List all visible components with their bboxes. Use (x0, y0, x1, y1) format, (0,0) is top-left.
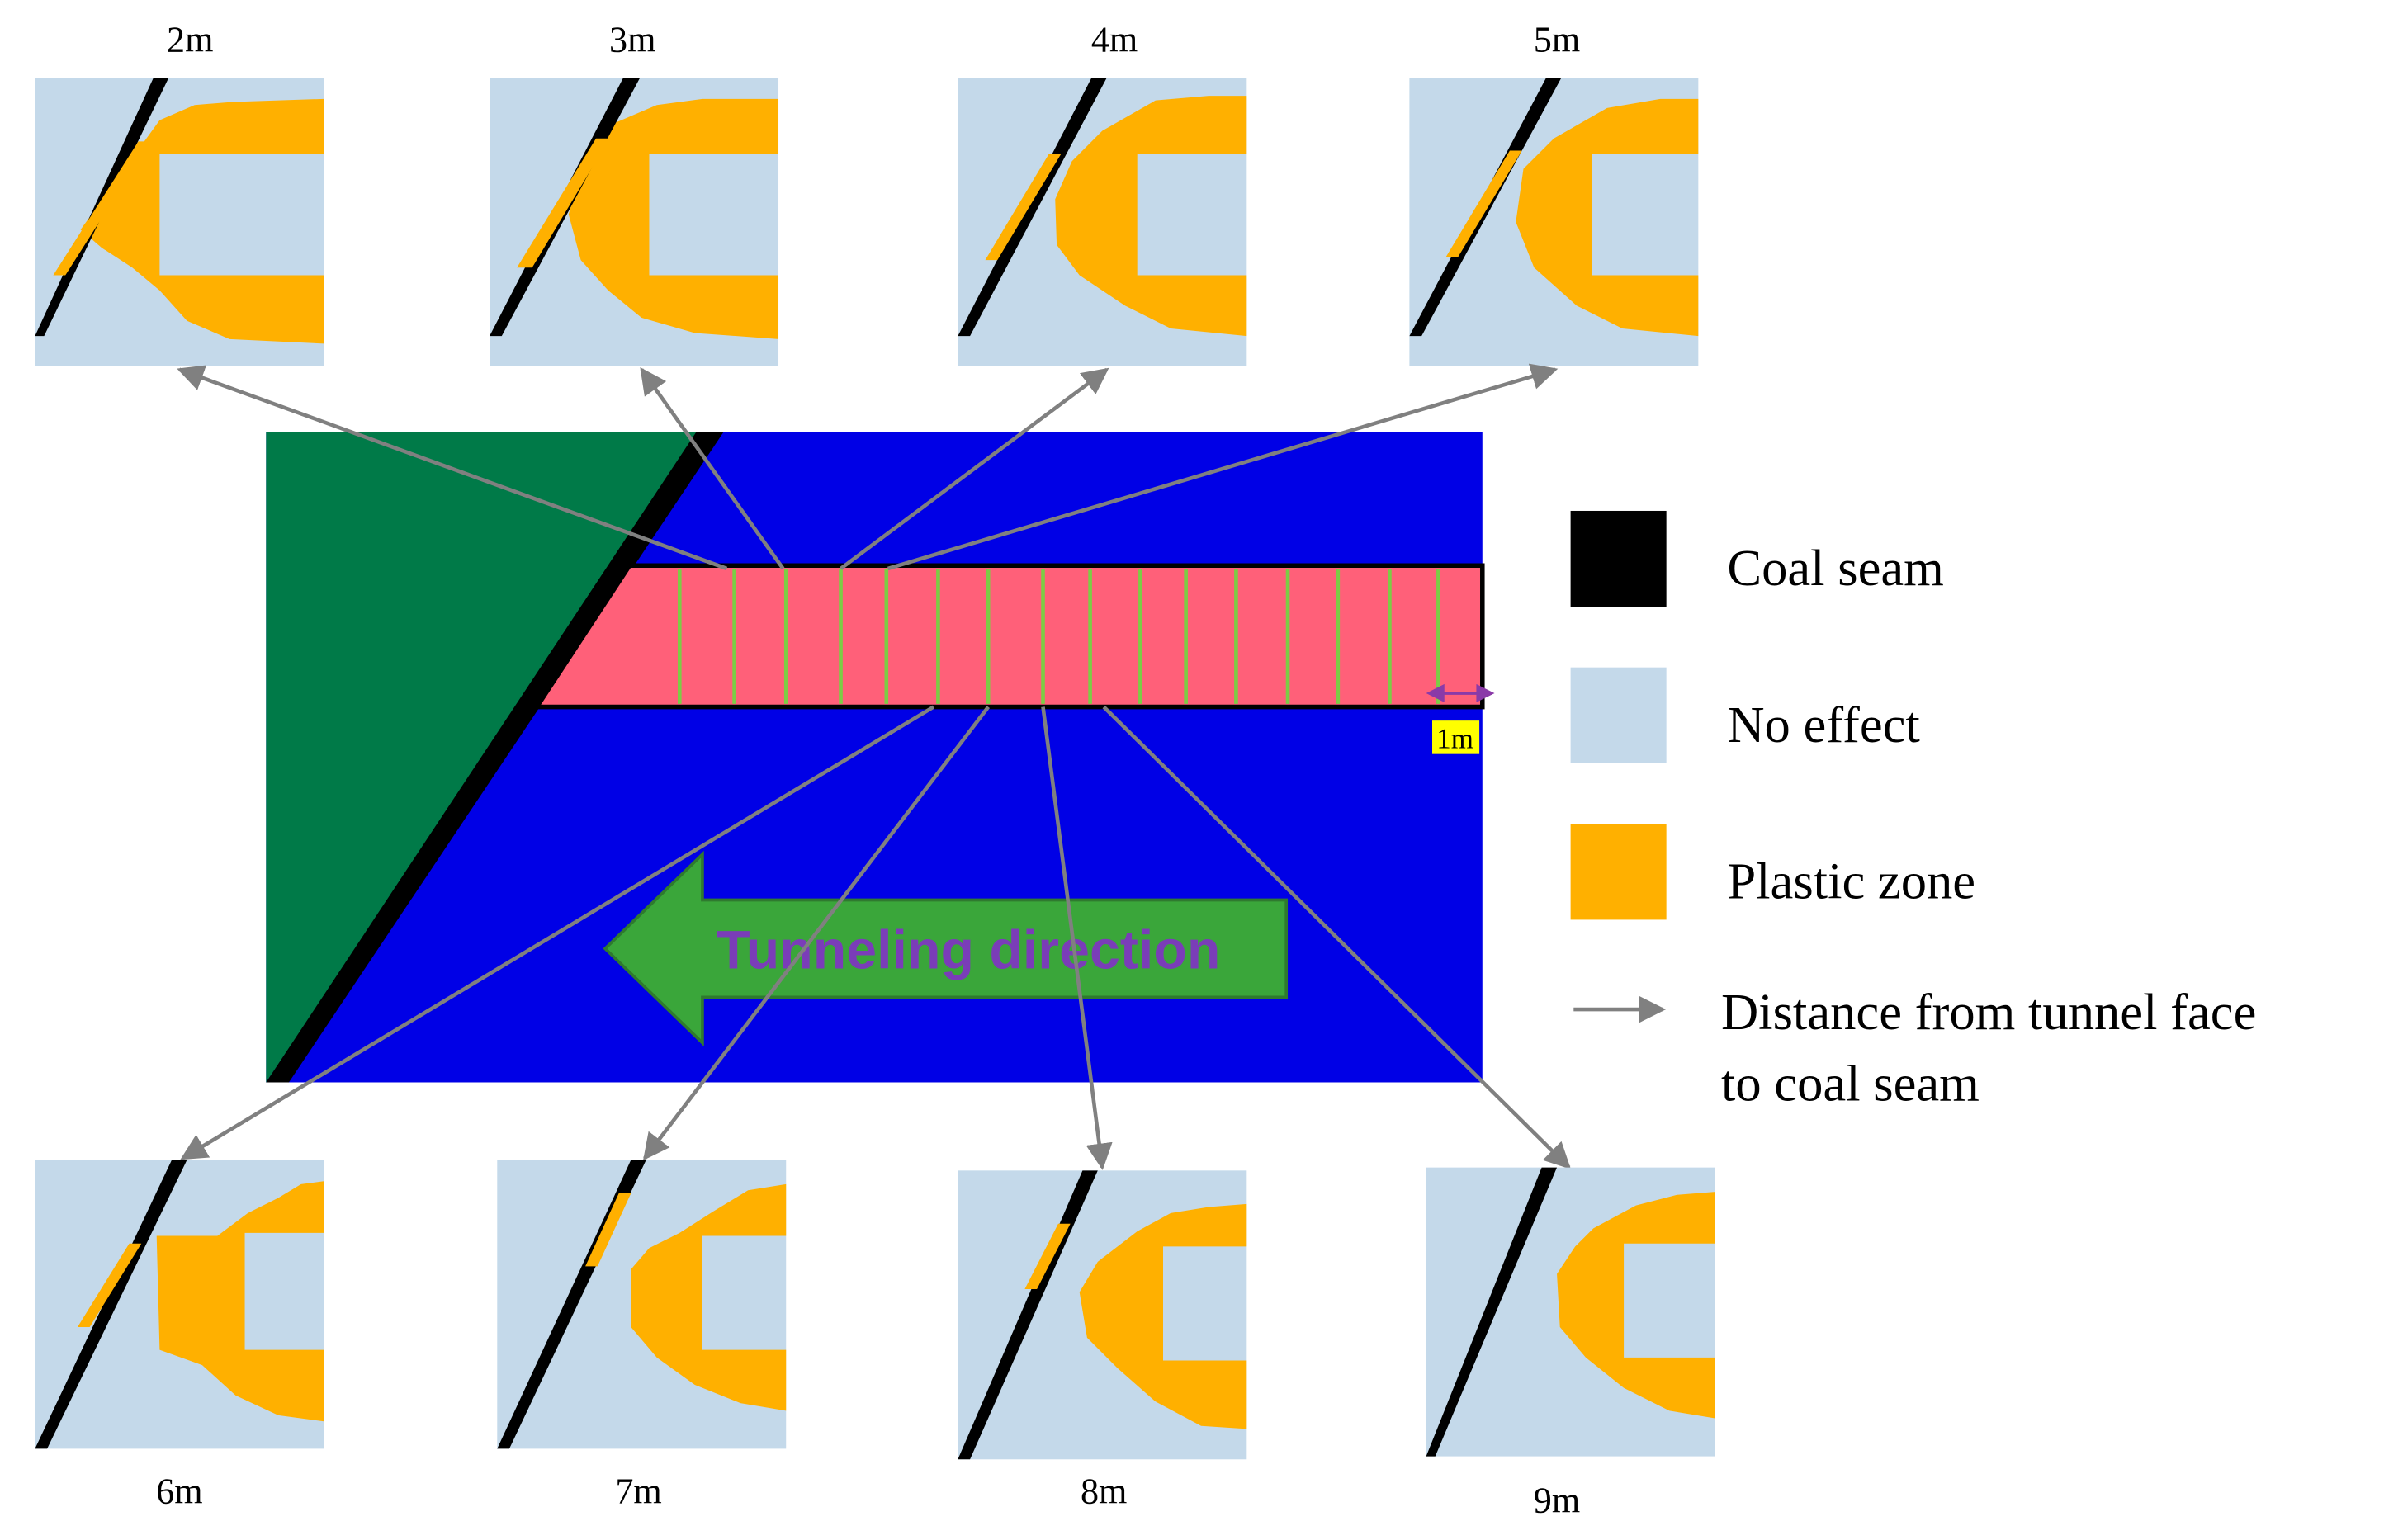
arrow-to-panel-8m (1041, 706, 1113, 1170)
plastic-zone (1079, 1203, 1247, 1429)
green-zone (266, 432, 702, 1083)
excavation-segment-lines (677, 568, 1440, 704)
coal-seam (958, 78, 1107, 337)
coal-seam-plastic (985, 154, 1062, 261)
panel-9m (1426, 1167, 1715, 1457)
arrow-to-panel-7m (642, 706, 991, 1161)
no-effect-swatch (1570, 667, 1667, 763)
panel-label-6m: 6m (156, 1472, 202, 1512)
coal-seam (1426, 1167, 1558, 1457)
panel-label-7m: 7m (615, 1472, 661, 1512)
plastic-zone-swatch (1570, 824, 1667, 920)
scale-label: 1m (1436, 722, 1473, 754)
arrow-to-panel-9m (1102, 705, 1572, 1169)
plastic-zone (1516, 98, 1699, 337)
arrow-to-panel-4m (840, 367, 1109, 570)
arrow-to-panel-5m (887, 363, 1559, 571)
panel-label-4m: 4m (1091, 20, 1138, 60)
distance-arrows (177, 363, 1572, 1170)
tunneling-direction-arrow (603, 850, 1289, 1046)
legend-label-no-effect: No effect (1727, 696, 1920, 753)
tunnel (532, 563, 1485, 710)
arrow-to-panel-2m (177, 365, 728, 571)
panel-label-2m: 2m (167, 20, 213, 60)
panel-label-3m: 3m (609, 20, 655, 60)
scale-label-bg (1432, 720, 1480, 754)
coal-seam (35, 1160, 187, 1449)
panel-3m (490, 78, 779, 366)
scale-bar-left-cap (1426, 683, 1445, 703)
coal-seam-plastic (1445, 150, 1522, 257)
legend-arrow-label-line2: to coal seam (1721, 1055, 1980, 1112)
panel-label-8m: 8m (1081, 1472, 1127, 1512)
plastic-zone (568, 98, 779, 339)
plastic-zone (631, 1183, 787, 1411)
panel-2m (35, 78, 324, 366)
coal-seam-plastic (585, 1193, 631, 1267)
legend-label-plastic-zone: Plastic zone (1727, 853, 1975, 910)
legend-arrow-label-line1: Distance from tunnel face (1721, 983, 2256, 1041)
panel-label-9m: 9m (1534, 1481, 1580, 1521)
panel-6m (35, 1160, 324, 1449)
coal-seam-plastic (517, 138, 610, 268)
coal-seam (958, 1170, 1098, 1460)
legend-label-coal-seam: Coal seam (1727, 539, 1944, 597)
arrow-to-panel-3m (640, 367, 785, 570)
tunneling-direction-label: Tunneling direction (717, 919, 1220, 980)
arrow-to-panel-6m (180, 705, 935, 1160)
panel-8m (958, 1170, 1247, 1460)
scale-bar-right-cap (1476, 683, 1495, 703)
plastic-zone (1055, 96, 1247, 337)
coal-seam-plastic (77, 1243, 142, 1328)
tunnel-cross-section: 1m Tunneling direction (266, 432, 1495, 1083)
panel-7m (497, 1160, 787, 1449)
legend: Coal seam No effect Plastic zone Distanc… (1570, 510, 2256, 1112)
panel-5m (1409, 78, 1699, 366)
coal-seam-swatch (1570, 510, 1667, 607)
plastic-zone (80, 98, 324, 344)
panel-label-5m: 5m (1534, 20, 1580, 60)
plastic-zone (1557, 1192, 1715, 1419)
plastic-zone (156, 1181, 324, 1422)
coal-seam-plastic (53, 141, 151, 276)
coal-seam-plastic (1024, 1223, 1071, 1289)
panel-4m (958, 78, 1247, 366)
